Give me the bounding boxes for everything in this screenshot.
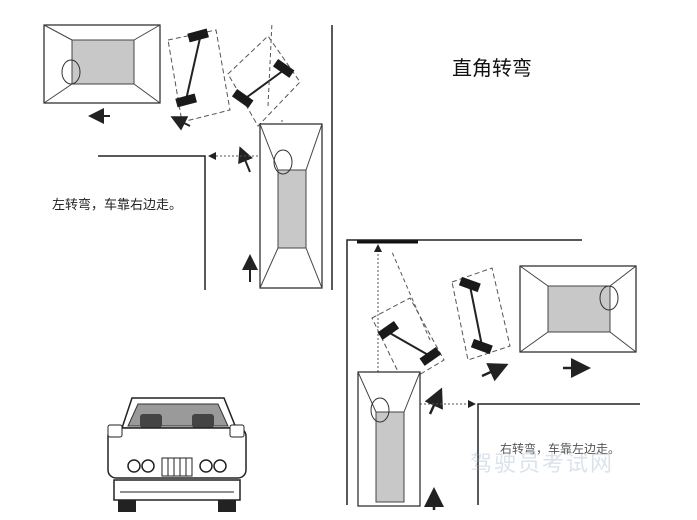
car-top-view <box>259 123 323 289</box>
left-turn-scene <box>43 21 333 290</box>
axle-marker <box>451 267 511 361</box>
car-top-view <box>357 371 421 507</box>
direction-arrow <box>238 146 253 173</box>
direction-arrow <box>481 363 509 382</box>
right-turn-scene <box>346 239 640 510</box>
guide-line <box>391 251 431 341</box>
left-turn-caption: 左转弯，车靠右边走。 <box>52 198 183 213</box>
right-turn-caption: 右转弯，车靠左边走。 <box>500 442 621 456</box>
car-front-illustration <box>107 397 247 512</box>
watermark: 驾驶员考试网 <box>470 452 615 477</box>
direction-arrow <box>424 387 443 415</box>
direction-arrow <box>170 116 191 131</box>
road-edge <box>346 239 582 505</box>
car-top-view <box>519 265 637 353</box>
road-corner <box>477 403 640 505</box>
axle-marker <box>371 297 445 385</box>
axle-marker <box>227 35 301 127</box>
guide-line <box>267 21 273 107</box>
road-corner <box>98 155 206 290</box>
axle-marker <box>167 28 231 123</box>
car-top-view <box>43 24 161 104</box>
diagram-title: 直角转弯 <box>452 56 532 80</box>
